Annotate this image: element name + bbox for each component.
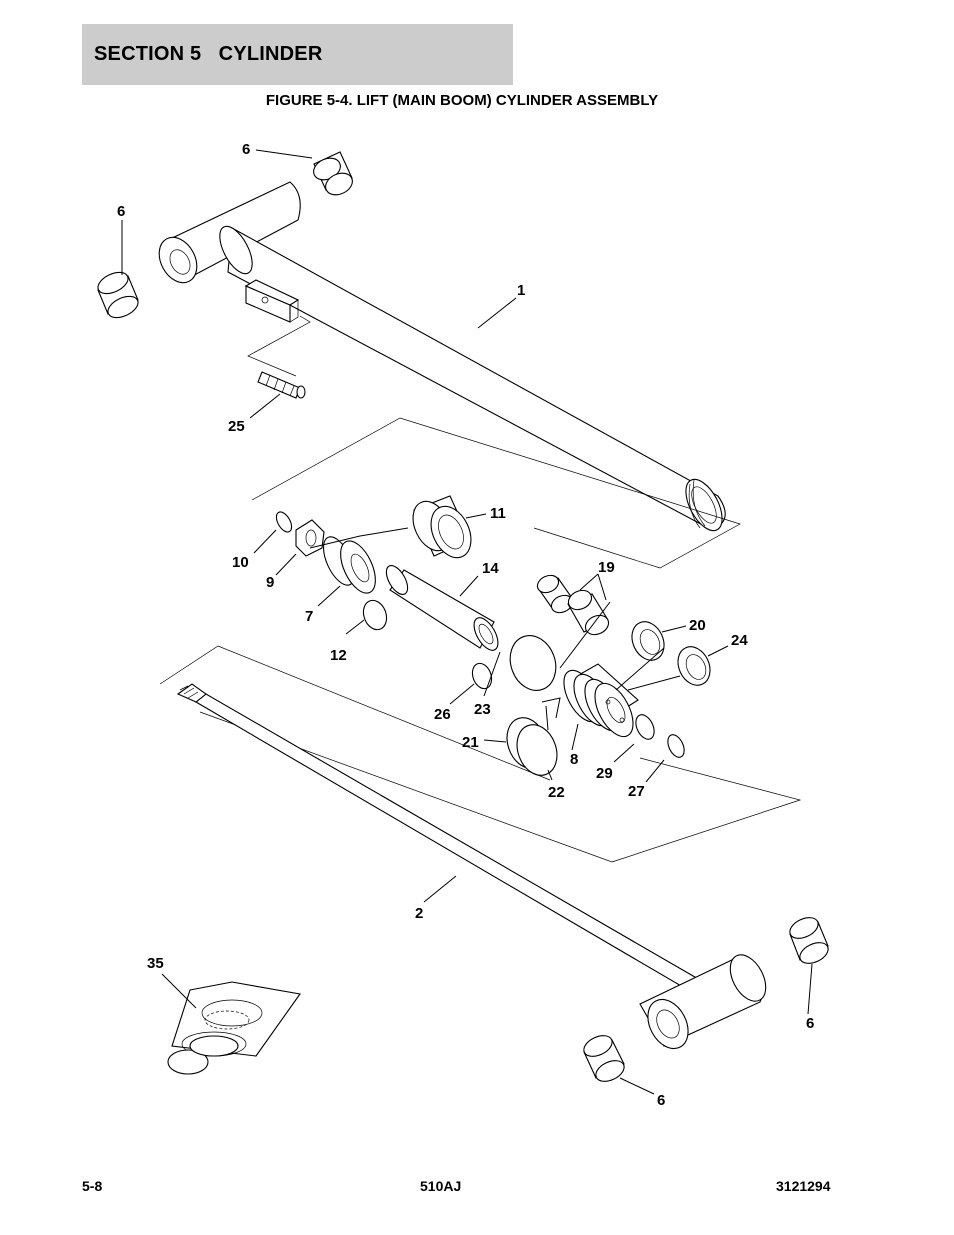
tube-spacer (385, 565, 499, 651)
callout-1: 1 (517, 282, 525, 299)
callout-11: 11 (490, 505, 506, 522)
callout-35: 35 (147, 955, 164, 972)
callout-26: 26 (434, 706, 451, 723)
manual-number: 3121294 (776, 1178, 831, 1194)
counterbalance-valve (257, 371, 306, 399)
bushings-pair (536, 574, 610, 636)
callout-21: 21 (462, 734, 479, 751)
leader-lines (121, 149, 813, 1095)
cylinder-rod (176, 683, 767, 1050)
callout-20: 20 (689, 617, 706, 634)
bushing-top-left (97, 271, 139, 319)
seal-kit (167, 981, 301, 1075)
callout-6-right: 6 (806, 1015, 814, 1032)
callout-29: 29 (596, 765, 613, 782)
callout-7: 7 (305, 608, 313, 625)
piston (563, 663, 639, 738)
figure-title: FIGURE 5-4. LIFT (MAIN BOOM) CYLINDER AS… (0, 92, 924, 109)
figure-title-text: FIGURE 5-4. LIFT (MAIN BOOM) CYLINDER AS… (265, 92, 659, 109)
bushing-bottom-left (583, 1035, 625, 1082)
callout-6-left: 6 (117, 203, 125, 220)
callout-27: 27 (628, 783, 645, 800)
bushing-top-right (313, 151, 353, 196)
callout-12: 12 (330, 647, 347, 664)
bushing-bottom-right (789, 917, 829, 964)
section-label: SECTION 5 CYLINDER (94, 43, 323, 65)
callout-6-bottom: 6 (657, 1092, 665, 1109)
callout-8: 8 (570, 751, 578, 768)
callout-10: 10 (232, 554, 249, 571)
callout-6-top: 6 (242, 141, 250, 158)
callout-14: 14 (482, 560, 499, 577)
callout-2: 2 (415, 905, 423, 922)
wear-ring-seal (412, 495, 472, 559)
callout-9: 9 (266, 574, 274, 591)
model-name: 510AJ (420, 1178, 462, 1194)
cylinder-barrel (158, 181, 726, 532)
callout-19: 19 (598, 559, 615, 576)
spacer (322, 536, 376, 594)
page-number: 5-8 (82, 1178, 103, 1194)
section-banner: SECTION 5 CYLINDER (82, 24, 513, 85)
callout-25: 25 (228, 418, 245, 435)
callout-24: 24 (731, 632, 748, 649)
callout-23: 23 (474, 701, 491, 718)
callout-22: 22 (548, 784, 565, 801)
